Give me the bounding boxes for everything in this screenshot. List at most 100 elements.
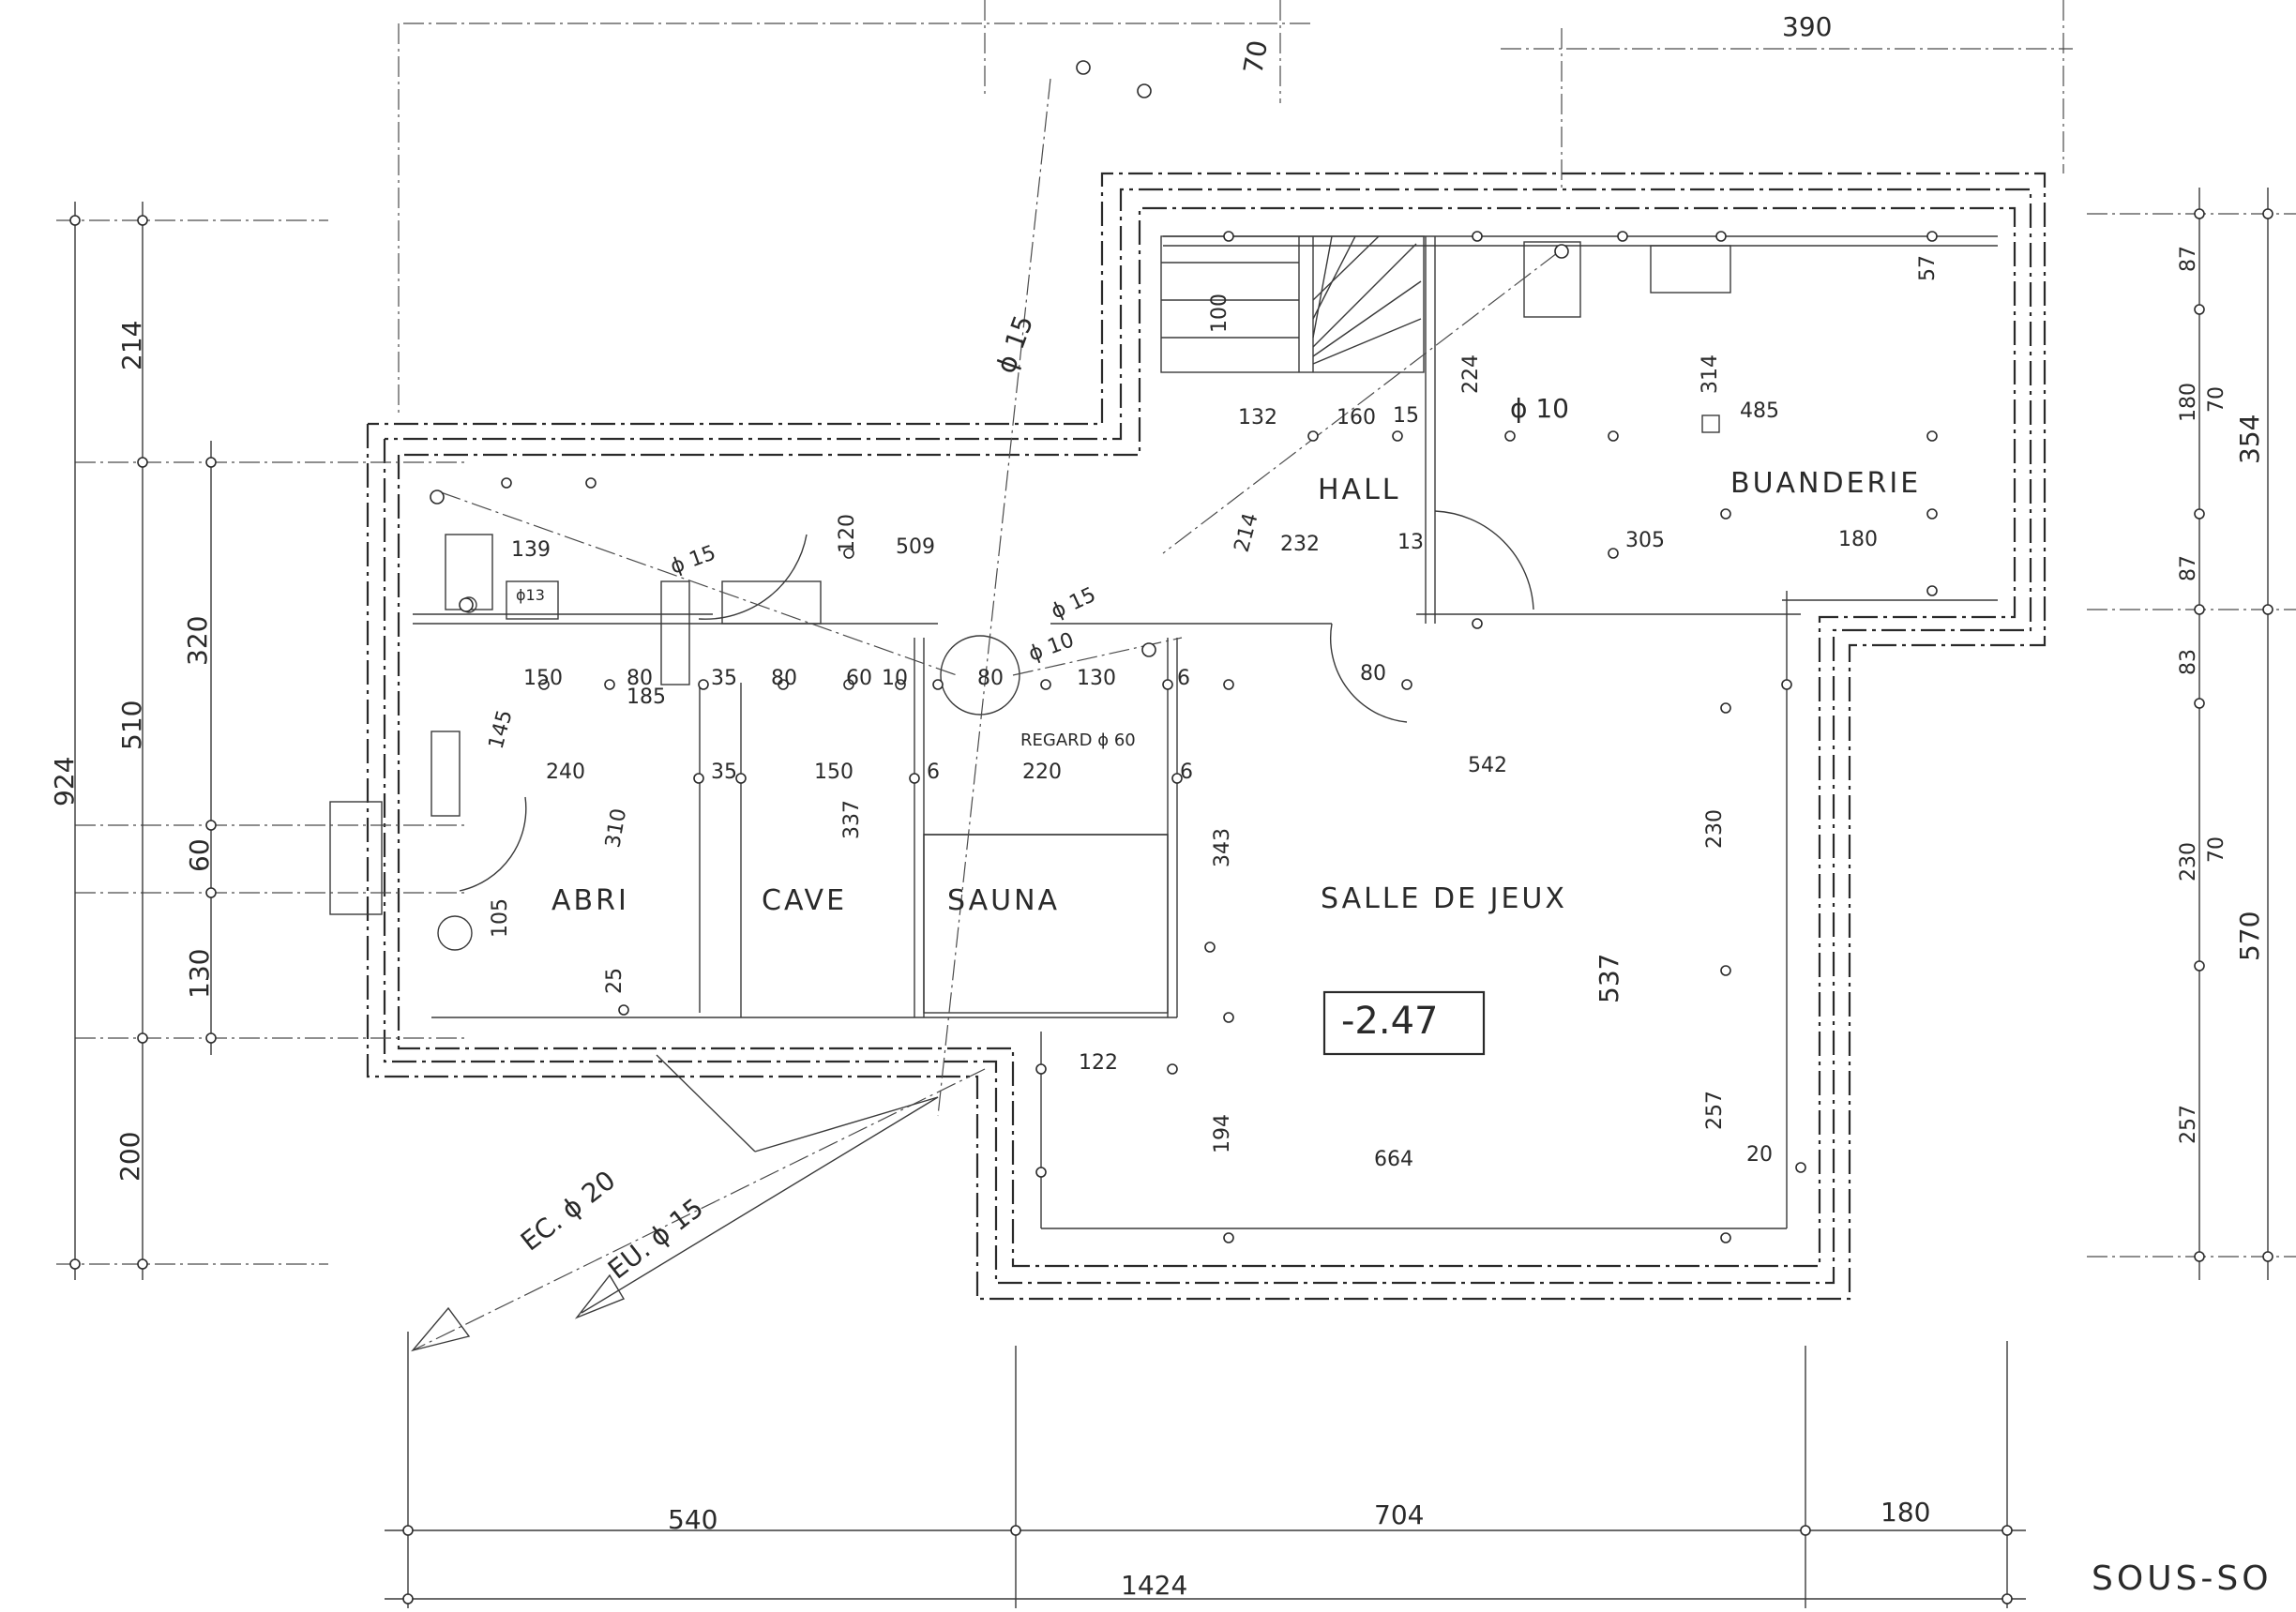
dim-in-194: 194	[1211, 1114, 1234, 1153]
dim-in-120: 120	[836, 514, 859, 553]
dim-right-70a: 70	[2205, 386, 2228, 413]
flow-arrows	[411, 1273, 626, 1352]
dim-right-230: 230	[2177, 842, 2200, 881]
annotations: REGARD ϕ 60 EC. ϕ 20 EU. ϕ 15 ϕ 15 ϕ 15 …	[515, 311, 1569, 1286]
dim-right-87a: 87	[2177, 246, 2200, 272]
dim-in-122: 122	[1079, 1051, 1118, 1075]
dim-left-510: 510	[116, 701, 147, 750]
doors	[329, 245, 1731, 915]
interior-dimension-labels: 150 80 185 35 80 60 10 80 130 6 240 35 1…	[485, 255, 1940, 1171]
dim-in-180b: 180	[1838, 528, 1878, 551]
interior-walls	[413, 235, 1998, 1229]
pipe-15-mid-label: ϕ 15	[1048, 583, 1099, 625]
level-marker: -2.47	[1322, 990, 1486, 1056]
dim-in-132: 132	[1238, 406, 1277, 429]
dim-in-485: 485	[1740, 399, 1779, 423]
dim-in-150b: 150	[814, 761, 853, 784]
dim-in-509: 509	[896, 535, 935, 559]
dim-in-145: 145	[485, 708, 518, 752]
dim-bottom-704: 704	[1374, 1499, 1424, 1530]
dim-left-320: 320	[182, 616, 213, 666]
dim-in-80b: 80	[771, 667, 797, 690]
dim-in-257: 257	[1703, 1091, 1727, 1130]
dim-in-6b: 6	[927, 761, 940, 784]
staircase	[1160, 235, 1425, 373]
eu-label: EU. ϕ 15	[602, 1192, 709, 1285]
pipe-13-label: ϕ13	[516, 586, 545, 604]
dim-in-6a: 6	[1177, 667, 1190, 690]
dim-in-60: 60	[846, 667, 872, 690]
dim-left-130: 130	[184, 949, 215, 999]
dim-left-924: 924	[49, 757, 80, 806]
sheet-title: SOUS-SO	[2092, 1559, 2273, 1598]
dim-in-232: 232	[1280, 533, 1320, 556]
dim-in-664: 664	[1374, 1148, 1413, 1171]
dim-in-20: 20	[1746, 1143, 1773, 1167]
dim-in-537: 537	[1594, 954, 1624, 1003]
dim-in-35b: 35	[711, 761, 737, 784]
dim-in-139: 139	[511, 538, 551, 562]
dim-in-13: 13	[1397, 531, 1424, 554]
dim-in-80d: 80	[1360, 662, 1386, 685]
room-label-buanderie: BUANDERIE	[1730, 467, 1921, 500]
dim-in-160: 160	[1337, 406, 1376, 429]
dim-left-200: 200	[114, 1132, 145, 1182]
dim-in-230: 230	[1703, 809, 1727, 849]
dim-in-105: 105	[489, 898, 512, 938]
dim-in-130: 130	[1077, 667, 1116, 690]
room-label-abri: ABRI	[551, 884, 629, 917]
regard-label: REGARD ϕ 60	[1020, 731, 1136, 750]
dim-in-305: 305	[1625, 529, 1665, 552]
pipe-10-hall-label: ϕ 10	[1510, 393, 1569, 424]
room-label-hall: HALL	[1318, 474, 1401, 506]
dim-in-150: 150	[523, 667, 563, 690]
dim-right-354: 354	[2234, 414, 2265, 464]
dim-right-70b: 70	[2205, 836, 2228, 863]
dimension-markers	[69, 60, 2273, 1604]
dim-in-35a: 35	[711, 667, 737, 690]
pipe-15-top-label: ϕ 15	[990, 311, 1040, 377]
dim-top-70: 70	[1237, 38, 1274, 76]
dim-left-214: 214	[116, 321, 147, 370]
dim-right-83: 83	[2177, 649, 2200, 675]
pipe-10-mid-label: ϕ 10	[1026, 628, 1078, 666]
dim-bottom-180: 180	[1881, 1497, 1930, 1528]
dim-in-214b: 214	[1231, 511, 1263, 555]
dim-in-25: 25	[603, 968, 627, 994]
dim-in-57: 57	[1916, 255, 1940, 281]
ec-label: EC. ϕ 20	[515, 1165, 621, 1258]
dim-left-60: 60	[184, 838, 215, 872]
dim-in-240: 240	[546, 761, 585, 784]
dim-in-80c: 80	[977, 667, 1004, 690]
dim-bottom-540: 540	[668, 1504, 718, 1535]
dim-right-180: 180	[2177, 383, 2200, 422]
level-value: -2.47	[1341, 1000, 1439, 1043]
dim-in-343: 343	[1211, 828, 1234, 867]
dim-right-87b: 87	[2177, 555, 2200, 581]
dim-in-10: 10	[882, 667, 908, 690]
room-label-salle-de-jeux: SALLE DE JEUX	[1321, 882, 1567, 915]
pipe-15-left-label: ϕ 15	[668, 541, 719, 579]
dim-in-220: 220	[1022, 761, 1062, 784]
room-labels: ABRI CAVE SAUNA SALLE DE JEUX HALL BUAND…	[551, 467, 1921, 917]
dim-right-570: 570	[2234, 911, 2265, 961]
room-label-sauna: SAUNA	[947, 884, 1060, 917]
dim-in-310: 310	[601, 806, 631, 850]
sauna-bench	[923, 834, 1169, 1014]
outer-walls	[366, 172, 2047, 1301]
dim-in-185: 185	[627, 685, 666, 709]
dim-in-542: 542	[1468, 754, 1507, 777]
dim-in-6c: 6	[1180, 761, 1193, 784]
dim-in-80a: 80	[627, 667, 653, 690]
dim-in-314: 314	[1699, 354, 1722, 394]
outer-dimension-labels: 390 70 214 924 510 320 60 130 200 87 180…	[49, 11, 2265, 1601]
dim-in-337: 337	[840, 800, 864, 839]
room-label-cave: CAVE	[762, 884, 847, 917]
dim-top-390: 390	[1782, 11, 1832, 42]
dim-in-15: 15	[1393, 404, 1419, 428]
dim-in-100: 100	[1208, 294, 1231, 333]
regard-manhole	[940, 635, 1020, 716]
dimension-lines	[56, 0, 2296, 1608]
dim-in-224: 224	[1459, 354, 1483, 394]
